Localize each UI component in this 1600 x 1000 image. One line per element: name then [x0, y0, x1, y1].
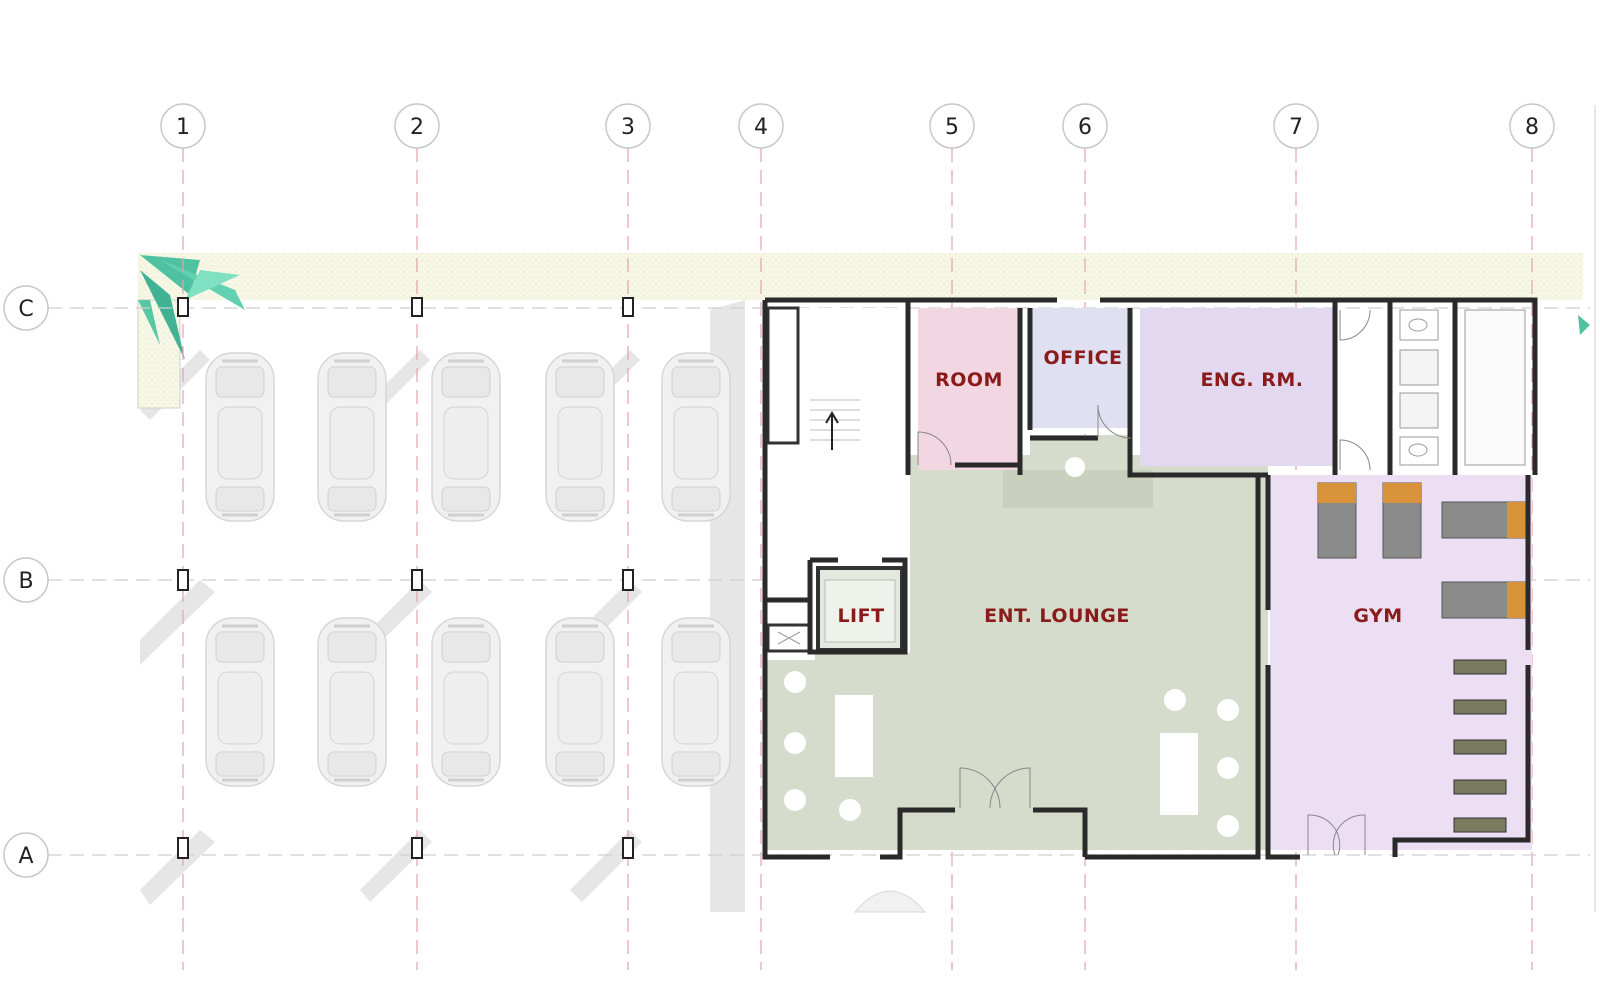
car-icon	[430, 616, 502, 788]
parking-lower-row	[204, 616, 732, 788]
parking-upper-row	[204, 351, 732, 523]
car-icon	[853, 890, 927, 913]
car-icon	[316, 351, 388, 523]
svg-text:2: 2	[410, 115, 424, 140]
grid-bubble-B: B	[3, 557, 49, 603]
svg-text:4: 4	[754, 115, 768, 140]
car-icon	[430, 351, 502, 523]
room-label-office: OFFICE	[1043, 347, 1122, 369]
car-icon	[660, 351, 732, 523]
grid-bubble-5: 5	[929, 103, 975, 149]
grid-bubble-A: A	[3, 832, 49, 878]
lounge-fill	[908, 455, 1268, 850]
room-label-ent-lounge: ENT. LOUNGE	[984, 605, 1130, 627]
grid-bubble-4: 4	[738, 103, 784, 149]
plant-icon	[1578, 315, 1590, 335]
svg-text:A: A	[18, 844, 33, 869]
svg-text:5: 5	[945, 115, 959, 140]
car-icon	[316, 616, 388, 788]
car-icon	[204, 351, 276, 523]
room-fill	[918, 308, 1020, 470]
lounge-furniture	[784, 457, 1239, 837]
palm-tree-icon	[138, 255, 245, 360]
structural-columns	[177, 297, 634, 859]
svg-text:6: 6	[1078, 115, 1092, 140]
grid-bubble-3: 3	[605, 103, 651, 149]
grid-bubble-6: 6	[1062, 103, 1108, 149]
car-icon	[544, 351, 616, 523]
grid-bubble-7: 7	[1273, 103, 1319, 149]
planting-strip	[138, 253, 1583, 300]
stair-icon	[766, 306, 860, 450]
eng-room-fill	[1140, 308, 1335, 466]
gym-equipment	[1317, 482, 1528, 833]
car-icon	[544, 616, 616, 788]
car-icon	[660, 616, 732, 788]
grid-bubble-C: C	[3, 285, 49, 331]
room-label-lift: LIFT	[837, 605, 884, 627]
grid-bubble-1: 1	[160, 103, 206, 149]
svg-text:1: 1	[176, 115, 190, 140]
car-icon	[204, 616, 276, 788]
svg-text:7: 7	[1289, 115, 1303, 140]
room-label-room: ROOM	[935, 369, 1003, 391]
office-fill	[1030, 308, 1130, 428]
walls	[762, 297, 1538, 860]
svg-text:8: 8	[1525, 115, 1539, 140]
doors	[917, 309, 1371, 856]
restrooms	[1399, 309, 1526, 466]
room-label-eng-rm: ENG. RM.	[1200, 369, 1303, 391]
svg-text:3: 3	[621, 115, 635, 140]
room-label-gym: GYM	[1353, 605, 1402, 627]
grid-bubble-8: 8	[1509, 103, 1555, 149]
svg-text:B: B	[18, 569, 33, 594]
svg-text:C: C	[18, 297, 33, 322]
grid-bubble-2: 2	[394, 103, 440, 149]
